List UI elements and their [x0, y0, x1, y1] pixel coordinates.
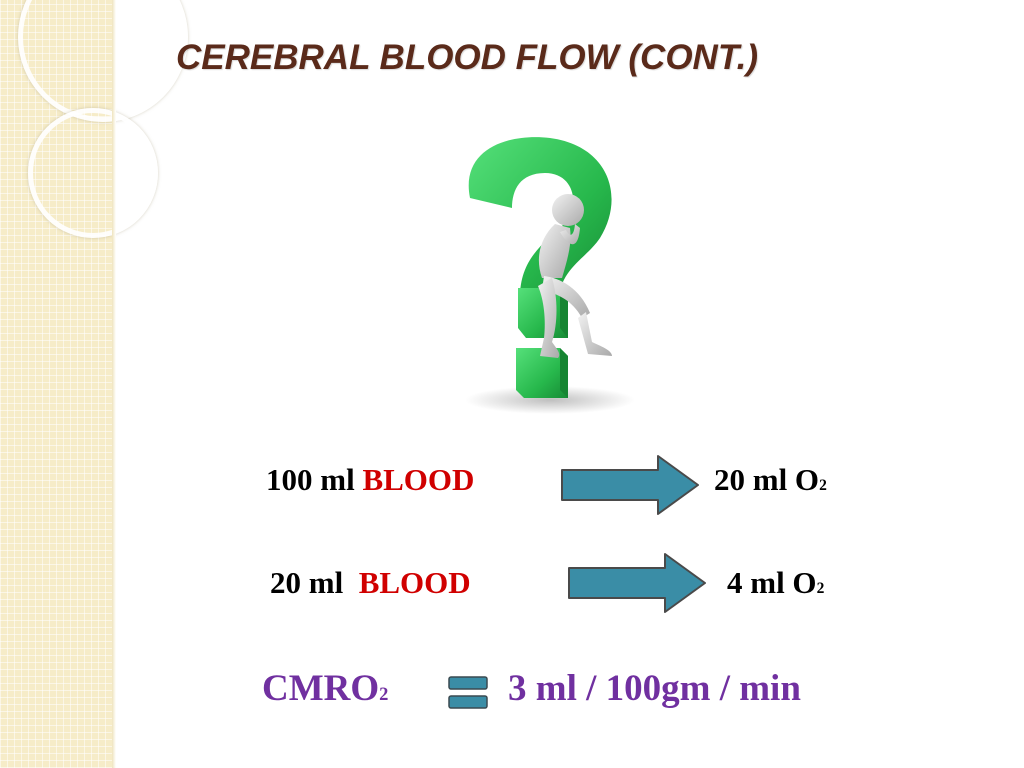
- right-arrow-icon: [568, 553, 706, 613]
- question-mark-thinking-figure-icon: [465, 137, 635, 414]
- cmro2-value: 3 ml / 100gm / min: [508, 668, 801, 709]
- row-1-oxygen: 20 ml O: [714, 462, 820, 497]
- row-2-oxygen-subscript: 2: [816, 580, 825, 597]
- cmro-label-text: CMRO: [262, 668, 380, 709]
- decorative-strip-edge: [112, 0, 116, 768]
- row-2-left-text: 20 ml BLOOD: [270, 565, 471, 601]
- decorative-ring: [28, 108, 158, 238]
- row-2-amount: 20 ml: [270, 565, 359, 600]
- row-1-blood-label: BLOOD: [362, 462, 475, 497]
- right-arrow-icon: [561, 455, 699, 515]
- row-1-right-text: 20 ml O2: [714, 462, 827, 498]
- row-1-amount: 100 ml: [266, 462, 363, 497]
- row-2-blood-label: BLOOD: [358, 565, 471, 600]
- cmro-subscript: 2: [379, 685, 389, 705]
- equals-icon: [448, 676, 488, 709]
- row-1-oxygen-subscript: 2: [819, 477, 827, 494]
- cmro2-label: CMRO2: [262, 667, 388, 710]
- row-2-right-text: 4 ml O2: [727, 565, 824, 601]
- slide-title: CEREBRAL BLOOD FLOW (CONT.): [176, 38, 758, 77]
- decorative-left-strip: [0, 0, 188, 768]
- row-1-left-text: 100 ml BLOOD: [266, 462, 474, 498]
- decorative-ring: [18, 0, 188, 122]
- row-2-oxygen: 4 ml O: [727, 565, 817, 600]
